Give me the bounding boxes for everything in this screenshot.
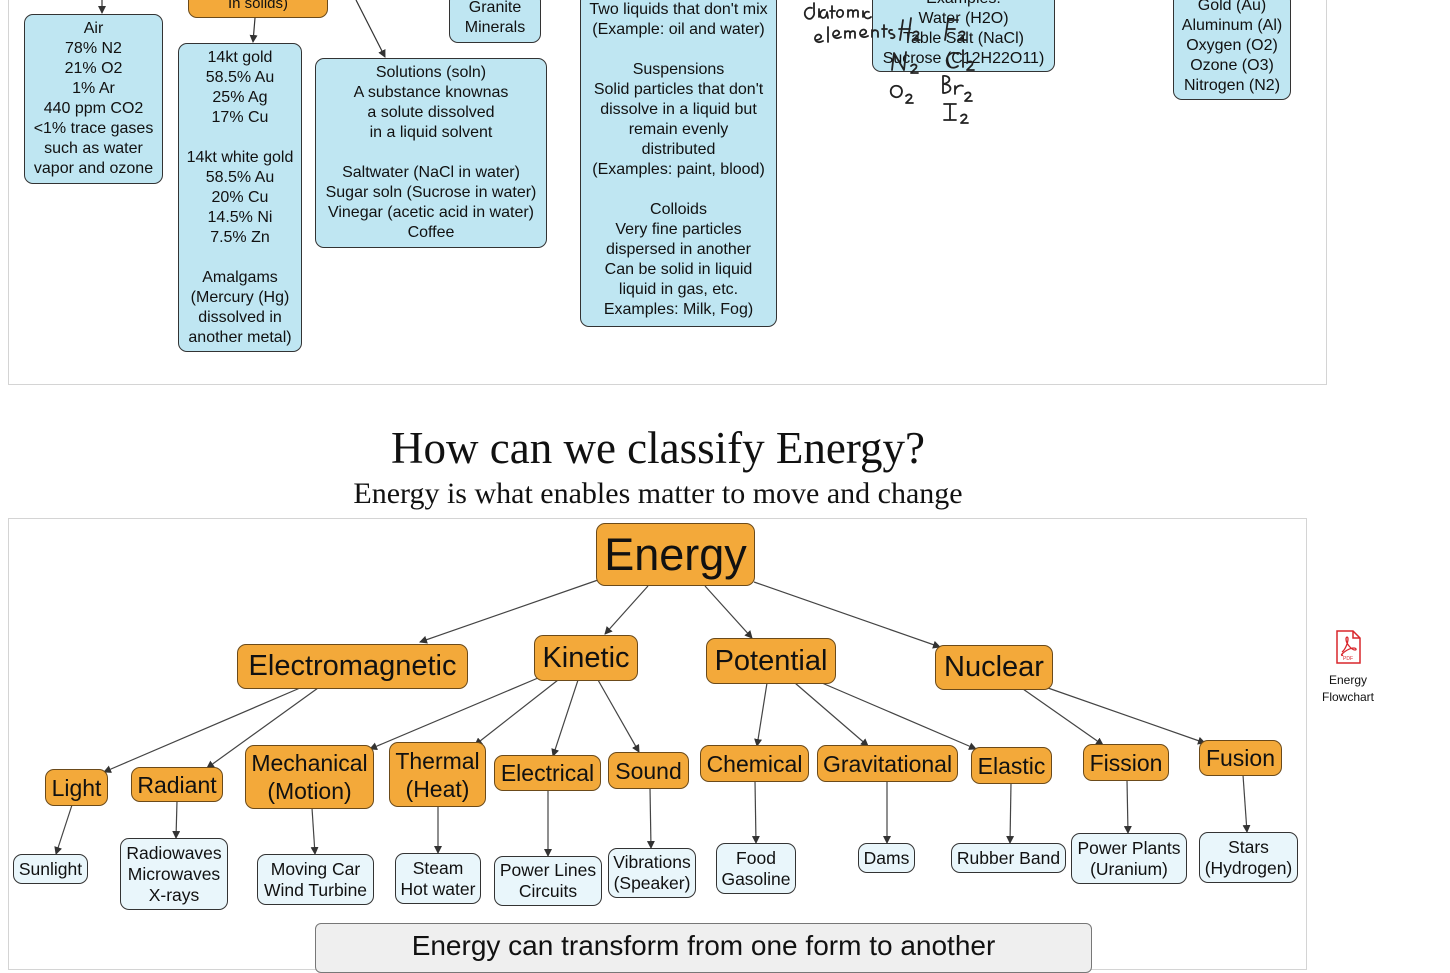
- type-chemical: Chemical: [700, 745, 809, 782]
- example-power-lines: Power Lines Circuits: [494, 856, 602, 906]
- example-radiowaves: Radiowaves Microwaves X-rays: [120, 838, 228, 910]
- type-thermal: Thermal (Heat): [389, 742, 486, 807]
- example-dams: Dams: [858, 843, 915, 873]
- example-sunlight: Sunlight: [13, 854, 88, 884]
- energy-flowchart-attachment[interactable]: PDF Energy Flowchart: [1310, 630, 1386, 706]
- example-food: Food Gasoline: [716, 843, 796, 894]
- type-fusion: Fusion: [1199, 740, 1282, 776]
- category-nuclear: Nuclear: [935, 645, 1053, 690]
- solids-mixture-node: In solids): [188, 0, 328, 18]
- energy-section-title: How can we classify Energy?: [391, 423, 925, 473]
- type-elastic: Elastic: [971, 747, 1052, 784]
- type-electrical: Electrical: [494, 755, 601, 791]
- category-potential: Potential: [706, 638, 836, 684]
- type-mechanical: Mechanical (Motion): [245, 745, 374, 809]
- alloys-box: 14kt gold 58.5% Au 25% Ag 17% Cu 14kt wh…: [178, 43, 302, 352]
- attachment-label: Energy Flowchart: [1321, 673, 1374, 704]
- type-gravitational: Gravitational: [817, 745, 958, 782]
- type-light: Light: [45, 769, 108, 806]
- energy-root-node: Energy: [596, 523, 755, 586]
- pdf-badge-label: PDF: [1343, 656, 1353, 662]
- type-sound: Sound: [608, 752, 689, 789]
- pdf-file-icon: PDF: [1336, 630, 1361, 664]
- elements-box: Gold (Au) Aluminum (Al) Oxygen (O2) Ozon…: [1173, 0, 1291, 100]
- air-box: Air 78% N2 21% O2 1% Ar 440 ppm CO2 <1% …: [24, 14, 163, 184]
- category-electromagnetic: Electromagnetic: [237, 644, 468, 689]
- example-stars: Stars (Hydrogen): [1199, 832, 1298, 883]
- solutions-box: Solutions (soln) A substance knownas a s…: [315, 58, 547, 248]
- type-radiant: Radiant: [131, 767, 223, 802]
- example-steam: Steam Hot water: [395, 853, 481, 904]
- example-vibrations: Vibrations (Speaker): [608, 848, 696, 898]
- mixtures-box: Two liquids that don't mix (Example: oil…: [580, 0, 777, 327]
- energy-section-subtitle: Energy is what enables matter to move an…: [353, 477, 963, 510]
- example-power-plants: Power Plants (Uranium): [1071, 833, 1187, 884]
- example-rubber-band: Rubber Band: [951, 843, 1066, 873]
- granite-box: Granite Minerals: [449, 0, 541, 43]
- energy-transform-banner: Energy can transform from one form to an…: [315, 923, 1092, 973]
- type-fission: Fission: [1083, 744, 1169, 781]
- example-moving-car: Moving Car Wind Turbine: [257, 854, 374, 905]
- category-kinetic: Kinetic: [534, 635, 638, 681]
